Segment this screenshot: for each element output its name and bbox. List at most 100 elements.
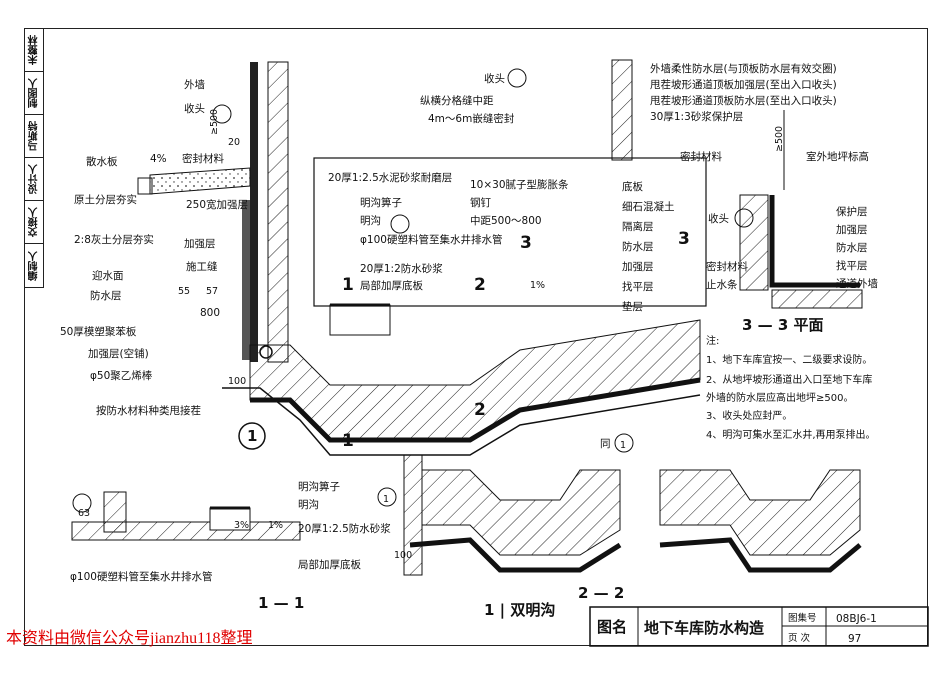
pe-rod: [259, 345, 273, 359]
label-leveling: 找平层: [622, 280, 654, 293]
notes-head: 注:: [706, 334, 719, 347]
tb-page: 97: [848, 633, 861, 645]
s22-circle-1: [377, 487, 397, 507]
dim-100: 100: [228, 376, 246, 387]
label-sealant-2: 密封材料: [680, 150, 722, 163]
label-fine-concrete: 细石混凝土: [622, 200, 675, 213]
label-isolation: 隔离层: [622, 220, 654, 233]
note-5: 4、明沟可集水至汇水井,再用泵排出。: [706, 428, 876, 441]
label-protect: 保护层: [836, 205, 868, 218]
note-4: 3、收头处应封严。: [706, 409, 792, 422]
waterproof-layers: [250, 62, 258, 362]
label-eps: 50厚模塑聚苯板: [60, 325, 137, 338]
label-backwater: 迎水面: [92, 270, 124, 282]
label-waterproof: 防水层: [90, 289, 122, 302]
plan-slab: [771, 289, 863, 309]
section-mark-3: 3: [520, 233, 532, 253]
cut-mark-1: 1: [342, 275, 354, 295]
dim-800: 800: [200, 307, 220, 319]
note-3: 外墙的防水层应高出地坪≥500。: [706, 391, 853, 404]
label-spacing: 中距500～800: [470, 214, 542, 227]
label-wp-layer: 防水层: [622, 240, 654, 253]
same-circle-text: 1: [620, 440, 626, 451]
plan-title: 3 — 3 平面: [742, 316, 824, 334]
dim-500-b: ≥500: [774, 126, 785, 152]
title-block: 图名 地下车库防水构造 图集号 08BJ6-1 页 次 97: [589, 606, 929, 647]
label-cushion: 垫层: [622, 300, 643, 313]
label-joint-seal: 4m～6m嵌缝密封: [428, 112, 515, 125]
dim-20: 20: [228, 137, 240, 148]
s11-label-pipe: φ100硬塑料管至集水井排水管: [70, 570, 212, 583]
label-leveling2: 找平层: [836, 259, 868, 272]
label-grate: 明沟箅子: [360, 196, 402, 209]
label-mortar-wp: 20厚1:2防水砂浆: [360, 262, 443, 275]
ref-circle-63: [72, 493, 92, 513]
label-sealant-3: 密封材料: [706, 260, 748, 273]
tb-atlas: 08BJ6-1: [836, 613, 877, 625]
double-gutter-title: 1 | 双明沟: [484, 601, 555, 620]
base-slab: [249, 319, 701, 441]
ramp-note-4: 30厚1:3砂浆保护层: [650, 110, 743, 123]
s22-slab-left: [421, 469, 621, 556]
label-reinforce: 加强层: [184, 238, 216, 250]
room-outline: [313, 157, 707, 307]
ramp-note-1: 外墙柔性防水层(与顶板防水层有效交圈): [650, 62, 837, 75]
label-mortar-top: 20厚1:2.5水泥砂浆耐磨层: [328, 171, 452, 184]
label-end-cap-3: 收头: [708, 212, 729, 225]
tb-name: 地下车库防水构造: [644, 619, 764, 637]
section-2-2: 1 100 同 1 2 — 2 1 | 双明沟: [377, 433, 862, 620]
dim-500: ≥500: [209, 109, 220, 135]
label-water-stop: 止水条: [706, 278, 738, 291]
label-pe-rod: φ50聚乙烯棒: [90, 369, 153, 382]
ref-55: 55: [178, 286, 190, 297]
s22-circle-text: 1: [383, 494, 389, 505]
section-mark-3b: 3: [678, 229, 690, 249]
note-2: 2、从地坪坡形通道出入口至地下车库: [706, 373, 872, 386]
ref-circle: [212, 104, 232, 124]
ref-63: 63: [78, 508, 90, 519]
label-overlap: 按防水材料种类甩接茬: [96, 404, 201, 417]
s11-slab: [71, 521, 301, 541]
label-putty: 10×30腻子型膨胀条: [470, 178, 569, 191]
eps-board: [242, 200, 250, 360]
label-reinforce3: 加强层: [836, 224, 868, 236]
ramp-notes: 外墙柔性防水层(与顶板防水层有效交圈) 甩茬坡形通道顶板加强层(至出入口收头) …: [611, 59, 837, 161]
drip-edge: [137, 177, 153, 195]
label-end-cap-2: 收头: [484, 72, 505, 85]
label-reinforce2: 加强层: [622, 261, 654, 273]
tb-name-label: 图名: [597, 618, 627, 636]
s11-label-gutter: 明沟: [298, 498, 319, 511]
notes: 注: 1、地下车库宜按一、二级要求设防。 2、从地坪坡形通道出入口至地下车库 外…: [706, 334, 876, 441]
tb-page-label: 页 次: [788, 632, 811, 644]
sidebar-cell: 设计人: [25, 158, 43, 201]
plan-membrane: [769, 195, 860, 288]
s11-label-base: 局部加厚底板: [298, 558, 361, 571]
label-local-base: 局部加厚底板: [360, 279, 423, 292]
slope-1b: 1%: [268, 520, 283, 531]
tb-atlas-label: 图集号: [788, 612, 817, 624]
sidebar-cell: 未整林: [25, 29, 43, 72]
ref-57: 57: [206, 286, 218, 297]
detail-circle-1: [238, 422, 266, 450]
same-circle: [614, 433, 634, 453]
detail-number-1: 1: [247, 427, 257, 445]
label-pipe: φ100硬塑料管至集水井排水管: [360, 233, 502, 246]
cut-mark-1-lower: 1: [342, 431, 354, 451]
sidebar-cell: 交接人: [25, 201, 43, 244]
s11-label-mortar: 20厚1:2.5防水砂浆: [298, 522, 391, 535]
label-same: 同: [600, 438, 611, 450]
ref-circle-3: [507, 68, 527, 88]
drawing-sheet: 未整林 制图人 马斯特 设计人 交接人 编制人: [24, 28, 928, 646]
label-nail: 钢钉: [470, 196, 491, 209]
section-1-1: 63 3% 1% 明沟箅子 明沟 20厚1:2.5防水砂浆 局部加厚底板 φ10…: [70, 480, 391, 612]
s22-membrane-left: [409, 537, 622, 573]
label-soil: 原土分层夯实: [74, 193, 137, 206]
label-lime-soil: 2:8灰土分层夯实: [74, 233, 154, 246]
drip-board: [149, 167, 251, 195]
sidebar-cell: 马斯特: [25, 115, 43, 158]
s22-slab-right: [659, 469, 861, 556]
membrane-under-slab: [250, 377, 701, 443]
slope-1: 1%: [530, 280, 545, 291]
ramp-note-2: 甩茬坡形通道顶板加强层(至出入口收头): [650, 78, 837, 91]
